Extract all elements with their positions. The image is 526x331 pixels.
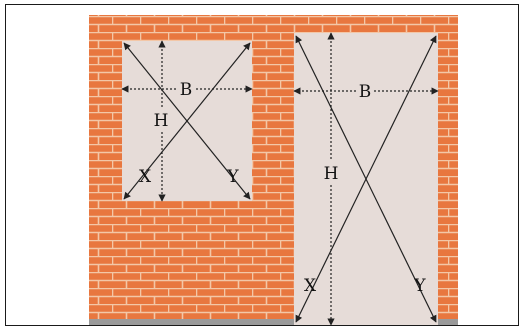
- door-measurements: [293, 32, 439, 326]
- floor-strip: [89, 319, 458, 325]
- window-measurements: [121, 40, 253, 202]
- window-diagonal-x: [123, 42, 251, 200]
- door-height-label: H: [324, 164, 339, 184]
- window-height-label: H: [154, 111, 169, 131]
- door-diagonal-x-label: X: [304, 276, 317, 296]
- window-width-label: B: [180, 80, 193, 100]
- door-width-label: B: [359, 82, 372, 102]
- window-diagonal-y-label: Y: [226, 167, 239, 187]
- window-diagonal-x-label: X: [139, 167, 152, 187]
- door-diagonal-y-label: Y: [413, 276, 426, 296]
- door-diagonal-x: [295, 35, 437, 323]
